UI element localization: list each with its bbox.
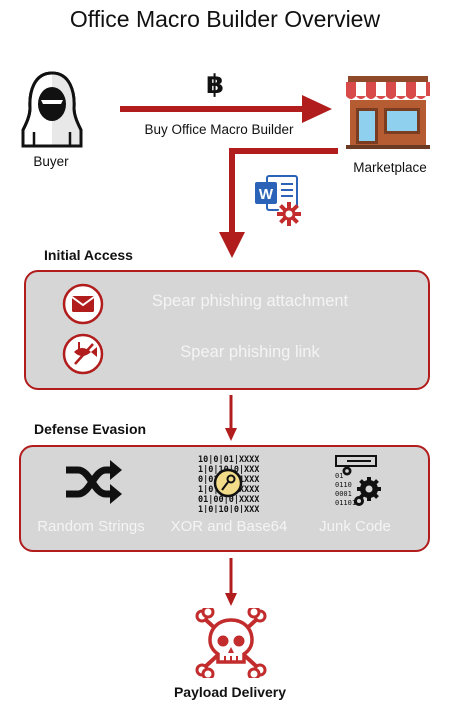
- evasion-item-xor-base64: XOR and Base64: [170, 518, 288, 535]
- payload-label: Payload Delivery: [173, 684, 287, 700]
- hacker-icon: [20, 70, 84, 148]
- initial-access-heading: Initial Access: [44, 247, 133, 263]
- marketplace-label: Marketplace: [353, 160, 427, 175]
- svg-text:01101: 01101: [335, 499, 356, 507]
- storefront-icon: [344, 70, 432, 150]
- encoded-key-icon: 10|0|01|XXXX 1|0|10|0|XXX 0|01|0|01XXX 1…: [197, 453, 261, 513]
- svg-text:W: W: [259, 186, 274, 203]
- purchase-label: Buy Office Macro Builder: [144, 122, 294, 137]
- arrow-marketplace-to-access: [229, 148, 338, 236]
- svg-text:10|0|01|XXXX: 10|0|01|XXXX: [198, 455, 259, 465]
- svg-text:1|0|10|0|XXX: 1|0|10|0|XXX: [198, 505, 259, 513]
- diagram-title: Office Macro Builder Overview: [69, 6, 381, 32]
- svg-text:฿: ฿: [206, 70, 224, 98]
- svg-text:0001: 0001: [335, 490, 352, 498]
- bitcoin-icon: ฿: [203, 68, 227, 98]
- buyer-label: Buyer: [33, 154, 69, 169]
- phish-hook-icon: [62, 333, 104, 375]
- evasion-item-junk-code: Junk Code: [319, 518, 391, 535]
- word-settings-icon: W: [253, 174, 305, 228]
- arrowhead-payload: [225, 593, 237, 606]
- arrowhead-access: [219, 232, 245, 258]
- arrowhead-marketplace: [302, 95, 332, 123]
- defense-evasion-heading: Defense Evasion: [34, 421, 147, 437]
- evasion-item-random-strings: Random Strings: [37, 518, 145, 535]
- svg-text:0110: 0110: [335, 481, 352, 489]
- arrowhead-evasion: [225, 428, 237, 441]
- svg-text:01: 01: [335, 472, 343, 480]
- mail-icon: [62, 283, 104, 325]
- svg-text:01|00|0|XXXX: 01|00|0|XXXX: [198, 495, 259, 505]
- skull-crossbones-icon: [192, 608, 270, 678]
- shuffle-icon: [62, 458, 124, 506]
- access-item-attachment: Spear phishing attachment: [151, 292, 349, 310]
- access-item-link: Spear phishing link: [180, 343, 320, 361]
